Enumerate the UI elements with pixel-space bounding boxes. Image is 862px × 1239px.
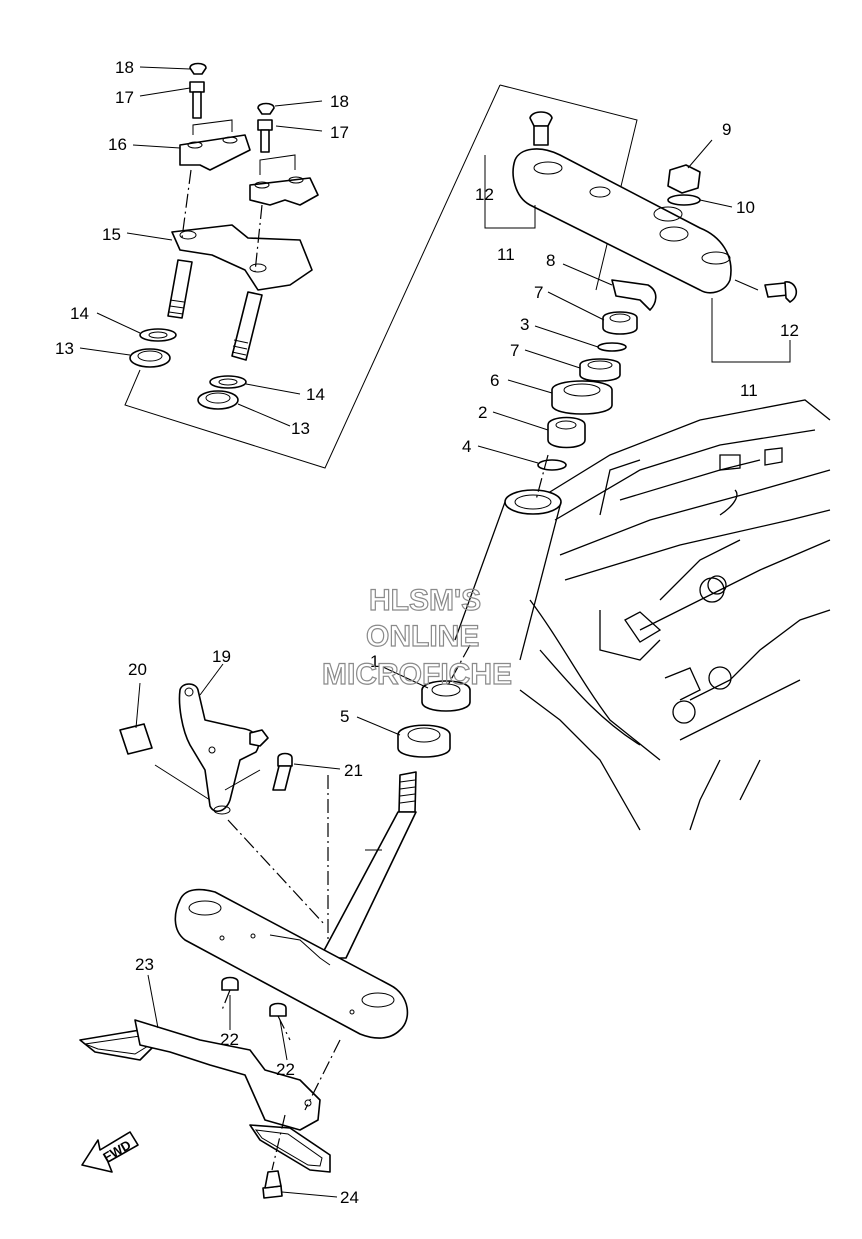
- callout-16: 16: [108, 135, 127, 154]
- callout-21: 21: [344, 761, 363, 780]
- under-bracket: [174, 775, 409, 1039]
- head-pipe: [454, 489, 562, 661]
- callout-24: 24: [340, 1188, 359, 1207]
- callout-22-left: 22: [220, 1030, 239, 1049]
- callout-11-right: 11: [740, 381, 758, 400]
- steering-stem: [319, 771, 417, 959]
- callout-17-right: 17: [330, 123, 349, 142]
- watermark-line-2: ONLINE: [366, 620, 479, 653]
- callout-18-top: 18: [115, 58, 134, 77]
- callout-2: 2: [478, 403, 487, 422]
- watermark-line-1: HLSM'S: [369, 584, 481, 617]
- callout-5: 5: [340, 707, 349, 726]
- callout-13-right: 13: [291, 419, 310, 438]
- frame: [519, 399, 831, 831]
- watermark: HLSM'S ONLINE MICROFICHE: [321, 583, 512, 691]
- callout-23: 23: [135, 955, 154, 974]
- bearing-stack: [397, 279, 657, 758]
- bracket-assembly: [119, 683, 293, 815]
- callout-9: 9: [722, 120, 731, 139]
- lower-plate-assembly: [79, 976, 341, 1199]
- callout-12-right: 12: [780, 321, 799, 340]
- callout-8: 8: [546, 251, 555, 270]
- callout-14-left: 14: [70, 304, 89, 323]
- callout-4: 4: [462, 437, 471, 456]
- callout-20: 20: [128, 660, 147, 679]
- callout-19: 19: [212, 647, 231, 666]
- callout-3: 3: [520, 315, 529, 334]
- callout-13-left: 13: [55, 339, 74, 358]
- callout-14-right: 14: [306, 385, 325, 404]
- callout-10: 10: [736, 198, 755, 217]
- callout-7-lower: 7: [510, 341, 519, 360]
- watermark-line-3: MICROFICHE: [322, 658, 512, 691]
- callout-7-upper: 7: [534, 283, 543, 302]
- handlebar-holder-group: [124, 62, 638, 469]
- leader-lines: [79, 66, 759, 1198]
- callout-labels: 18 17 18 17 16 15 14 13 14 13 9 10 12 11…: [55, 58, 799, 1207]
- callout-17-top: 17: [115, 88, 134, 107]
- callout-1: 1: [370, 652, 379, 671]
- callout-22-right: 22: [276, 1060, 295, 1079]
- callout-12-left: 12: [475, 185, 494, 204]
- callout-18-right: 18: [330, 92, 349, 111]
- callout-11-left: 11: [497, 245, 515, 264]
- forward-arrow-icon: FWD: [81, 1131, 139, 1173]
- upper-bracket: [484, 111, 798, 363]
- callout-6: 6: [490, 371, 499, 390]
- callout-15: 15: [102, 225, 121, 244]
